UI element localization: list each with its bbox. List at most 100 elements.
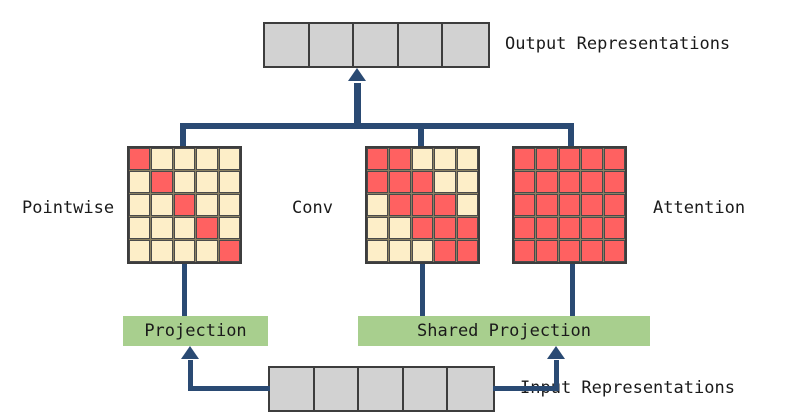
branch-stem-attention <box>568 123 574 149</box>
conv-to-shared-projection-wire <box>420 264 425 318</box>
shared-projection-box[interactable]: Shared Projection <box>358 316 650 346</box>
matrix-cell <box>434 240 456 262</box>
matrix-cell <box>434 148 456 170</box>
matrix-cell <box>558 217 581 239</box>
matrix-cell <box>434 171 456 193</box>
attention-label: Attention <box>653 198 746 218</box>
matrix-cell <box>434 194 456 216</box>
matrix-cell <box>218 171 240 193</box>
matrix-cell <box>536 148 558 170</box>
matrix-cell <box>581 171 603 193</box>
conv-label: Conv <box>292 198 333 218</box>
matrix-cell <box>151 240 173 262</box>
branch-stem-pointwise <box>180 123 186 149</box>
pointwise-label: Pointwise <box>22 198 115 218</box>
matrix-cell <box>367 240 389 262</box>
matrix-cell <box>367 171 389 193</box>
matrix-cell <box>196 240 218 262</box>
matrix-cell <box>456 194 478 216</box>
matrix-cell <box>558 194 581 216</box>
matrix-cell <box>196 171 218 193</box>
matrix-cell <box>603 194 625 216</box>
output-token-cell <box>443 24 489 66</box>
matrix-cell <box>558 148 581 170</box>
matrix-cell <box>367 148 389 170</box>
matrix-cell <box>411 148 434 170</box>
matrix-cell <box>173 171 196 193</box>
matrix-cell <box>456 240 478 262</box>
matrix-cell <box>151 217 173 239</box>
pointwise-matrix <box>127 146 242 264</box>
matrix-cell <box>173 148 196 170</box>
matrix-cell <box>151 148 173 170</box>
input-left-branch-vertical <box>188 360 193 388</box>
matrix-cell <box>581 217 603 239</box>
branch-stem-conv <box>418 123 424 149</box>
matrix-cell <box>581 148 603 170</box>
shared-projection-input-arrowhead <box>547 346 565 359</box>
matrix-cell <box>514 194 536 216</box>
matrix-cell <box>558 171 581 193</box>
matrix-cell <box>456 148 478 170</box>
matrix-cell <box>367 194 389 216</box>
matrix-cell <box>389 171 411 193</box>
output-arrowhead <box>348 68 366 81</box>
output-token-cell <box>354 24 399 66</box>
matrix-cell <box>581 194 603 216</box>
matrix-cell <box>218 194 240 216</box>
matrix-cell <box>389 194 411 216</box>
input-right-branch-vertical <box>554 360 559 388</box>
matrix-cell <box>411 194 434 216</box>
output-merge-stem <box>354 83 361 126</box>
matrix-cell <box>218 148 240 170</box>
matrix-cell <box>603 171 625 193</box>
matrix-cell <box>536 240 558 262</box>
matrix-cell <box>129 171 151 193</box>
output-token-cell <box>309 24 355 66</box>
input-left-branch-horizontal <box>188 386 270 391</box>
output-representations-strip <box>263 22 490 68</box>
matrix-cell <box>434 217 456 239</box>
input-token-cell <box>448 368 494 410</box>
matrix-cell <box>536 171 558 193</box>
input-token-cell <box>270 368 315 410</box>
output-token-cell <box>265 24 310 66</box>
matrix-cell <box>129 148 151 170</box>
matrix-cell <box>603 148 625 170</box>
matrix-cell <box>514 217 536 239</box>
matrix-cell <box>218 217 240 239</box>
matrix-cell <box>173 194 196 216</box>
matrix-cell <box>129 217 151 239</box>
matrix-cell <box>411 240 434 262</box>
projection-box[interactable]: Projection <box>123 316 268 346</box>
matrix-cell <box>196 217 218 239</box>
projection-input-arrowhead <box>181 346 199 359</box>
output-token-cell <box>398 24 444 66</box>
matrix-cell <box>514 148 536 170</box>
output-representations-label: Output Representations <box>505 34 731 54</box>
pointwise-to-projection-wire <box>182 264 187 318</box>
matrix-cell <box>536 217 558 239</box>
matrix-cell <box>514 171 536 193</box>
input-token-cell <box>359 368 404 410</box>
matrix-cell <box>456 171 478 193</box>
projection-label: Projection <box>144 321 247 341</box>
matrix-cell <box>456 217 478 239</box>
merge-bus-horizontal <box>180 123 574 129</box>
matrix-cell <box>151 194 173 216</box>
attention-matrix <box>512 146 627 264</box>
matrix-cell <box>411 171 434 193</box>
matrix-cell <box>196 194 218 216</box>
matrix-cell <box>558 240 581 262</box>
input-representations-label: Input Representations <box>520 378 735 398</box>
input-right-branch-horizontal <box>493 386 559 391</box>
input-representations-strip <box>268 366 495 412</box>
matrix-cell <box>581 240 603 262</box>
matrix-cell <box>411 217 434 239</box>
matrix-cell <box>173 240 196 262</box>
matrix-cell <box>173 217 196 239</box>
shared-projection-label: Shared Projection <box>417 321 591 341</box>
matrix-cell <box>129 194 151 216</box>
matrix-cell <box>389 217 411 239</box>
